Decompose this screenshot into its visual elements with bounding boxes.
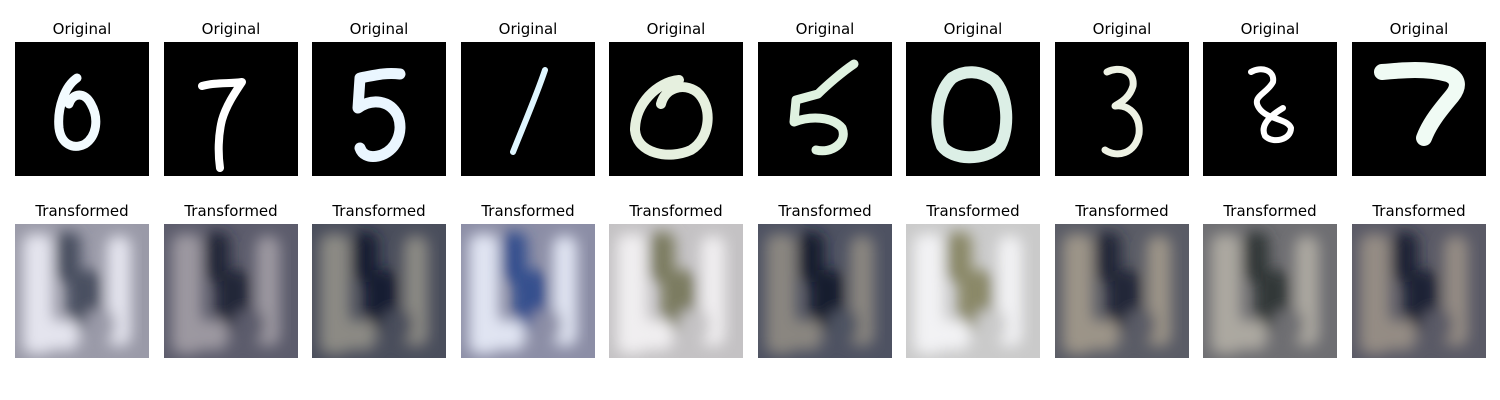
original-title: Original [201, 20, 261, 38]
handwritten-digit-0 [630, 75, 713, 160]
original-title: Original [943, 20, 1003, 38]
original-image [15, 42, 149, 176]
handwritten-digit-0 [54, 73, 101, 151]
transformed-image [1352, 224, 1486, 358]
original-title: Original [1092, 20, 1152, 38]
original-title: Original [1389, 20, 1449, 38]
transformed-image [164, 224, 298, 358]
handwritten-digit-7 [198, 78, 246, 172]
original-title: Original [646, 20, 706, 38]
handwritten-digit-0 [931, 66, 1013, 164]
original-image [312, 42, 446, 176]
transformed-title: Transformed [481, 202, 575, 220]
original-title: Original [795, 20, 855, 38]
original-image [1203, 42, 1337, 176]
transformed-image [312, 224, 446, 358]
transformed-image [15, 224, 149, 358]
handwritten-digit-1 [510, 67, 548, 155]
original-title: Original [498, 20, 558, 38]
transformed-image [1203, 224, 1337, 358]
original-title: Original [52, 20, 112, 38]
original-image [1352, 42, 1486, 176]
original-image [758, 42, 892, 176]
original-image [609, 42, 743, 176]
handwritten-digit-7 [1374, 62, 1465, 146]
transformed-title: Transformed [1075, 202, 1169, 220]
handwritten-digit-5 [789, 59, 859, 156]
original-title: Original [1240, 20, 1300, 38]
handwritten-digit-3 [1101, 65, 1143, 158]
transformed-title: Transformed [629, 202, 723, 220]
transformed-title: Transformed [332, 202, 426, 220]
transformed-image [758, 224, 892, 358]
transformed-image [906, 224, 1040, 358]
handwritten-digit-5 [352, 68, 406, 162]
transformed-image [609, 224, 743, 358]
original-title: Original [349, 20, 409, 38]
transformed-image [461, 224, 595, 358]
transformed-image [1055, 224, 1189, 358]
transformed-title: Transformed [778, 202, 872, 220]
original-image [164, 42, 298, 176]
original-image [1055, 42, 1189, 176]
original-image [461, 42, 595, 176]
transformed-title: Transformed [1223, 202, 1317, 220]
transformed-title: Transformed [35, 202, 129, 220]
handwritten-digit-8 [1248, 66, 1294, 144]
transformed-title: Transformed [926, 202, 1020, 220]
transformed-title: Transformed [184, 202, 278, 220]
original-image [906, 42, 1040, 176]
transformed-title: Transformed [1372, 202, 1466, 220]
